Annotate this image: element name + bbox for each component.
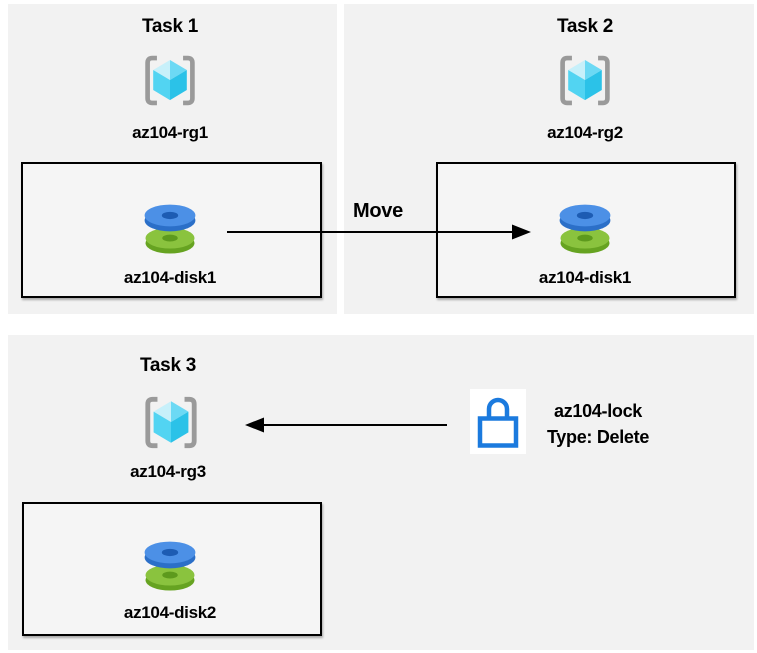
task2-title: Task 2 xyxy=(557,16,613,37)
task1-title: Task 1 xyxy=(142,16,198,37)
task1-disk-label: az104-disk1 xyxy=(123,268,217,287)
move-arrow-label: Move xyxy=(353,200,403,222)
cube-face-bottom-right xyxy=(170,70,187,101)
left-bracket-icon xyxy=(560,55,572,106)
cube-face-top-right xyxy=(171,401,189,423)
cube-face-top-left xyxy=(568,59,585,81)
disk-icon xyxy=(556,203,614,256)
task1-resource-group-label: az104-rg1 xyxy=(132,123,208,142)
lock-label-group: az104-lock Type: Delete xyxy=(547,398,649,450)
blue-disk-hole xyxy=(161,211,179,220)
left-bracket-icon xyxy=(145,396,158,449)
lock-tile xyxy=(470,389,526,454)
lock-type-label: Type: Delete xyxy=(546,427,650,447)
cube-face-top-left xyxy=(153,401,171,423)
green-disk-hole xyxy=(162,571,178,579)
resource-group-icon xyxy=(557,52,613,109)
cube-face-bottom-left xyxy=(153,70,170,101)
disk-icon xyxy=(141,540,199,593)
task3-title: Task 3 xyxy=(140,355,196,376)
left-bracket-icon xyxy=(145,55,157,106)
task2-disk-label: az104-disk1 xyxy=(538,268,632,287)
resource-group-icon xyxy=(142,52,198,109)
lock-name-label: az104-lock xyxy=(553,401,643,421)
disk-icon xyxy=(141,203,199,256)
green-disk-hole xyxy=(162,234,178,242)
lock-shackle-icon xyxy=(486,397,510,419)
right-bracket-icon xyxy=(184,396,197,449)
cube-face-bottom-right xyxy=(171,411,189,443)
blue-disk-hole xyxy=(161,548,179,557)
cube-face-top-right xyxy=(585,59,602,81)
cube-face-top-right xyxy=(170,59,187,81)
cube-face-bottom-right xyxy=(585,70,602,101)
task3-disk-label: az104-disk2 xyxy=(123,603,217,622)
task3-resource-group-label: az104-rg3 xyxy=(130,462,206,481)
blue-disk-hole xyxy=(576,211,594,220)
right-bracket-icon xyxy=(183,55,195,106)
cube-face-bottom-left xyxy=(568,70,585,101)
green-disk-hole xyxy=(577,234,593,242)
task2-resource-group-label: az104-rg2 xyxy=(547,123,623,142)
right-bracket-icon xyxy=(598,55,610,106)
lock-body-icon xyxy=(477,416,519,448)
cube-face-bottom-left xyxy=(153,411,171,443)
resource-group-icon xyxy=(142,393,200,452)
cube-face-top-left xyxy=(153,59,170,81)
